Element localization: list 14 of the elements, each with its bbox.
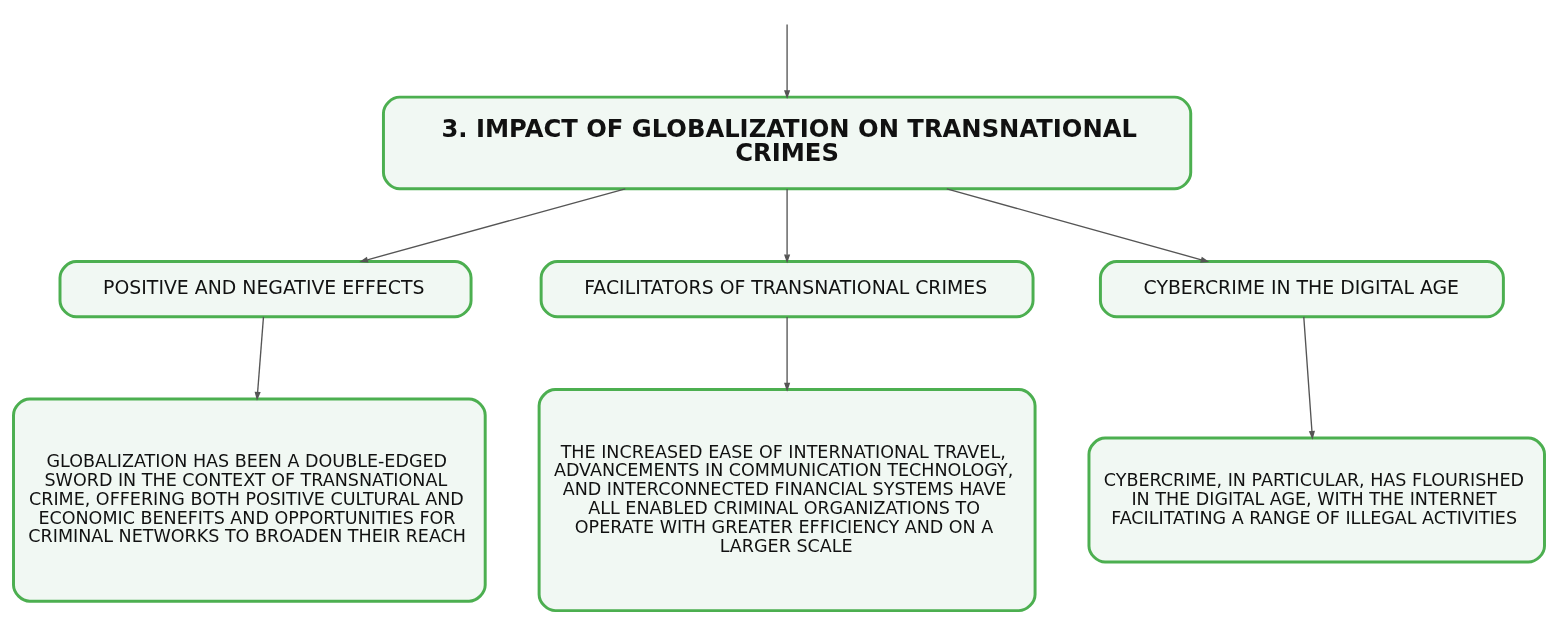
arrow xyxy=(784,23,791,100)
arrow xyxy=(784,188,791,264)
arrow xyxy=(784,316,791,392)
node-box: FACILITATORS OF TRANSNATIONAL CRIMES xyxy=(539,260,1035,319)
arrow xyxy=(254,316,265,401)
node-box: GLOBALIZATION HAS BEEN A DOUBLE-EDGED SWORD IN THE CONTEXT OF TRANSNATIONAL CRIME, OFFERING BOTH POSITIVE CULTURAL AND ECONOMIC BENEFITS AND OPPORTUNITIES FOR CRIMINAL NETWORKS TO BROADEN THEIR REACH xyxy=(12,397,487,603)
node-box: 3. IMPACT OF GLOBALIZATION ON TRANSNATIONAL CRIMES xyxy=(381,95,1193,191)
arrow xyxy=(359,188,626,263)
node-box: THE INCREASED EASE OF INTERNATIONAL TRAVEL, ADVANCEMENTS IN COMMUNICATION TECHNOLOGY, AND INTERCONNECTED FINANCIAL SYSTEMS HAVE ALL ENABLED CRIMINAL ORGANIZATIONS TO OPERATE WITH GREATER EFFICIENCY AND ON A LARGER SCALE xyxy=(537,388,1037,613)
node-box: CYBERCRIME, IN PARTICULAR, HAS FLOURISHED IN THE DIGITAL AGE, WITH THE INTERNET FACILITATING A RANGE OF ILLEGAL ACTIVITIES xyxy=(1087,436,1546,564)
node-box: POSITIVE AND NEGATIVE EFFECTS xyxy=(58,260,473,319)
arrow xyxy=(946,188,1210,263)
node-box: CYBERCRIME IN THE DIGITAL AGE xyxy=(1098,260,1505,319)
arrow xyxy=(1303,316,1315,440)
